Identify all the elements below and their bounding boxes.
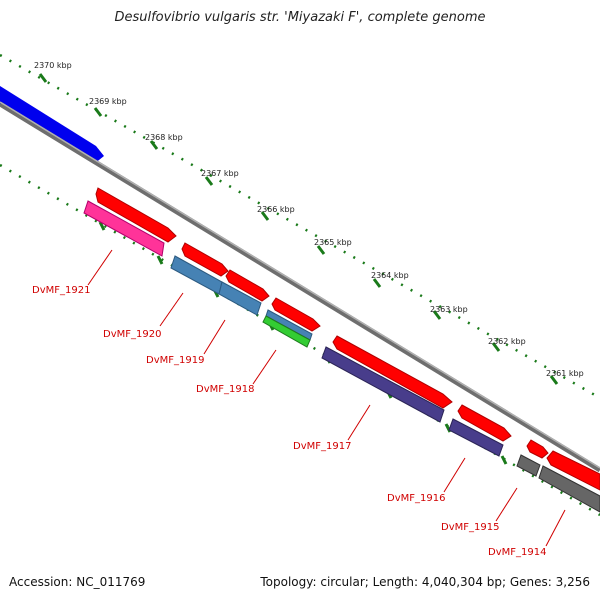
cds-arrow-1921	[95, 187, 177, 243]
cds-arrow-1914	[546, 450, 600, 491]
tick-label-2368: 2368 kbp	[145, 133, 183, 142]
cds-arrow-1917	[332, 335, 453, 409]
feature-1915	[516, 454, 541, 477]
feature-1921	[83, 200, 165, 257]
cds-arrow-1919	[225, 269, 270, 302]
tick-label-2367: 2367 kbp	[201, 169, 239, 178]
tick-label-2363: 2363 kbp	[430, 305, 468, 314]
gene-label-1918: DvMF_1918	[196, 384, 254, 395]
tick-label-2369: 2369 kbp	[89, 97, 127, 106]
cds-arrow-1918	[271, 297, 321, 332]
cds-arrow-1920	[181, 242, 229, 277]
gene-label-1915: DvMF_1915	[441, 522, 499, 533]
gene-label-1921: DvMF_1921	[32, 285, 90, 296]
cds-arrows	[95, 187, 600, 491]
feature-1919	[218, 281, 262, 316]
tick-label-2370: 2370 kbp	[34, 61, 72, 70]
map-title: Desulfovibrio vulgaris str. 'Miyazaki F'…	[114, 10, 486, 25]
gene-features	[83, 200, 600, 513]
contig-bar	[0, 86, 104, 164]
leader-lines	[87, 249, 566, 547]
tick-label-2366: 2366 kbp	[257, 205, 295, 214]
gene-label-1919: DvMF_1919	[146, 355, 204, 366]
feature-1917	[321, 346, 445, 423]
accession-text: Accession: NC_011769	[9, 575, 146, 589]
feature-1914	[538, 465, 600, 513]
gene-label-1920: DvMF_1920	[103, 329, 161, 340]
outer-tick-track	[0, 53, 600, 400]
feature-1916	[448, 418, 504, 457]
feature-1918-green	[262, 315, 311, 348]
gene-label-1917: DvMF_1917	[293, 441, 351, 452]
cds-arrow-1915	[526, 439, 549, 459]
genome-info-text: Topology: circular; Length: 4,040,304 bp…	[260, 575, 590, 589]
gene-label-1914: DvMF_1914	[488, 547, 546, 558]
gene-label-1916: DvMF_1916	[387, 493, 445, 504]
outer-major-ticks	[38, 73, 559, 385]
backbone	[0, 101, 600, 473]
tick-label-2361: 2361 kbp	[546, 369, 584, 378]
tick-label-2364: 2364 kbp	[371, 271, 409, 280]
tick-label-2365: 2365 kbp	[314, 238, 352, 247]
cds-arrow-1916	[457, 404, 512, 442]
tick-label-2362: 2362 kbp	[488, 337, 526, 346]
